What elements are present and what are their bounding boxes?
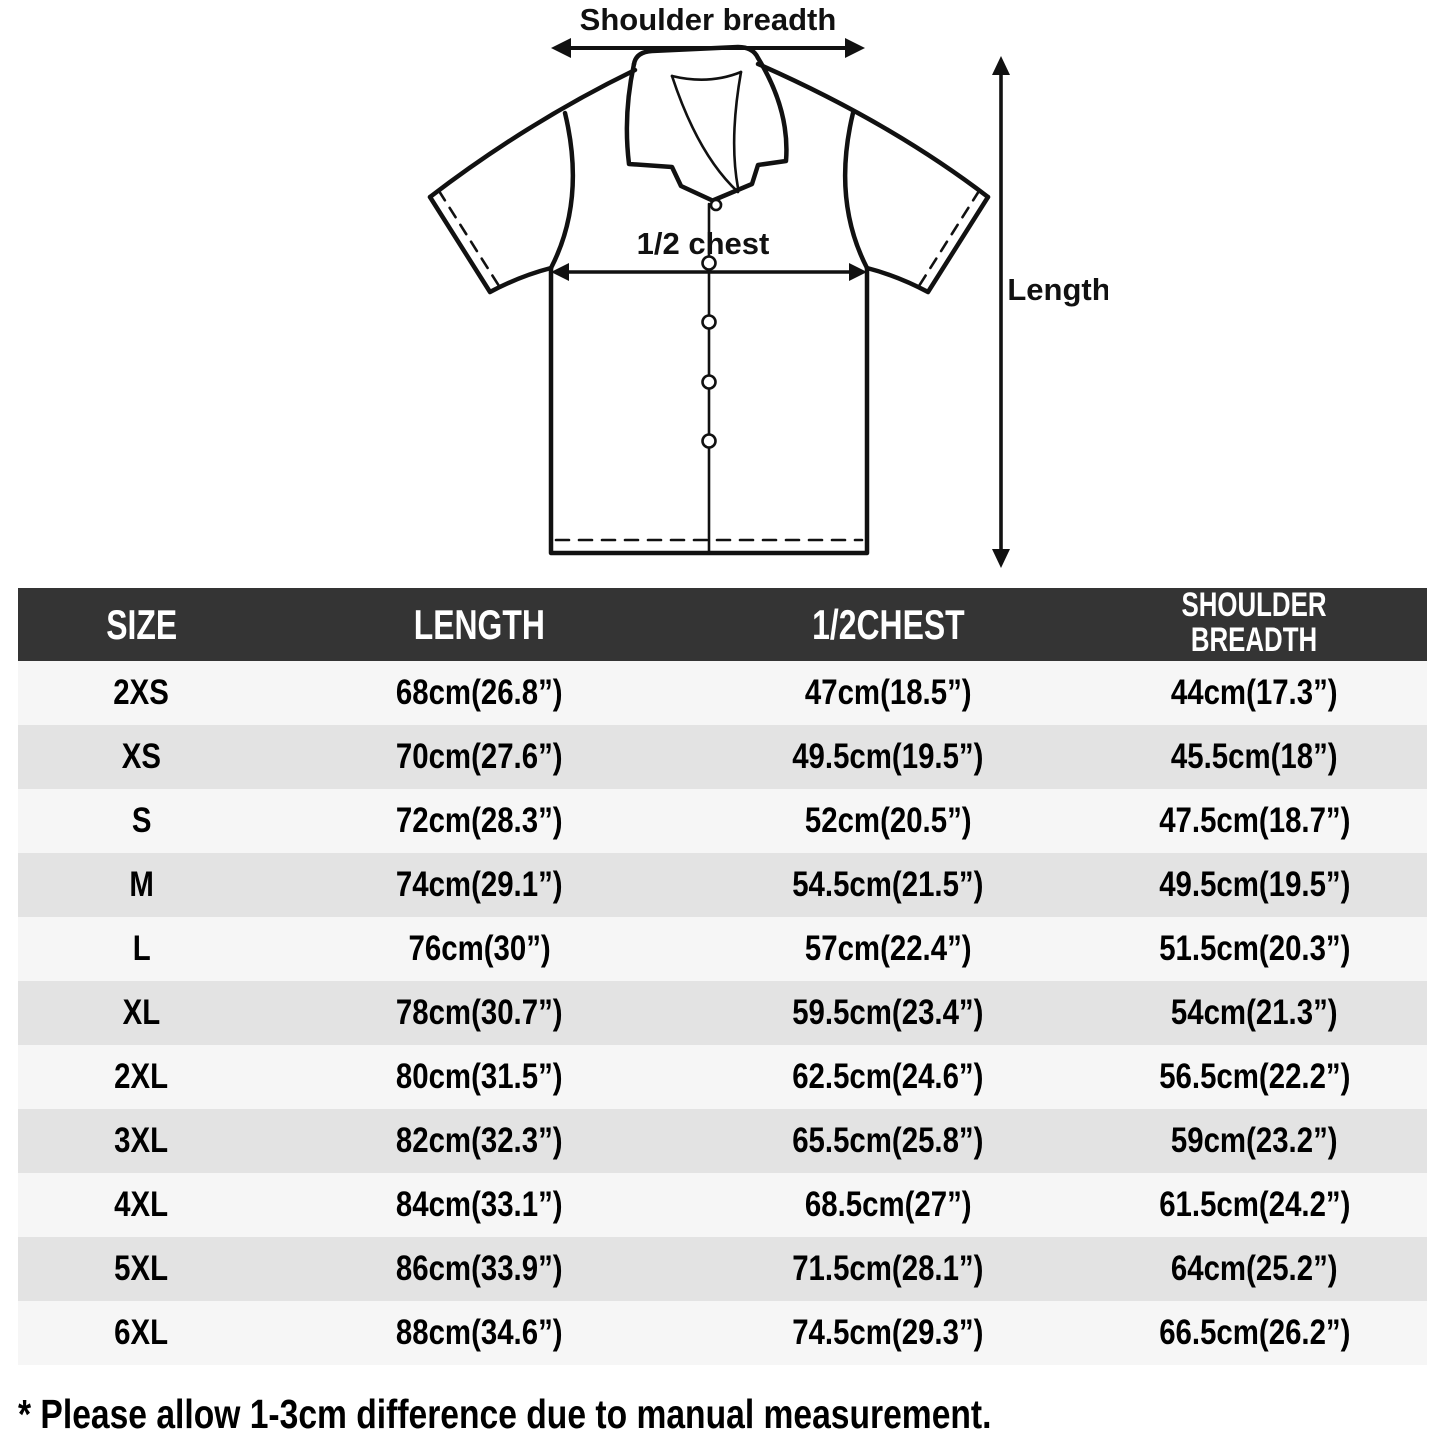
length-cell: 70cm(27.6”) [396,737,563,777]
table-row: 6XL 88cm(34.6”) 74.5cm(29.3”) 66.5cm(26.… [18,1301,1427,1366]
chest-cell: 62.5cm(24.6”) [792,1057,984,1097]
button-icon [701,374,717,390]
length-cell: 68cm(26.8”) [396,673,563,713]
collar-left [624,61,723,207]
shoulder-cell: 54cm(21.3”) [1171,993,1338,1033]
shoulder-cell: 51.5cm(20.3”) [1158,929,1350,969]
table-row: S 72cm(28.3”) 52cm(20.5”) 47.5cm(18.7”) [18,789,1427,854]
shoulder-breadth-arrow [551,38,865,58]
right-cuff [864,194,991,295]
length-cell: 74cm(29.1”) [396,865,563,905]
header-size: SIZE [18,588,265,662]
length-cell: 80cm(31.5”) [396,1057,563,1097]
length-cell: 84cm(33.1”) [396,1185,563,1225]
shoulder-breadth-label: Shoulder breadth [580,2,837,37]
length-cell: 86cm(33.9”) [396,1249,563,1289]
size-cell: 3XL [114,1121,169,1161]
length-cell: 76cm(30”) [408,929,551,969]
header-length: LENGTH [264,588,695,662]
length-cell: 72cm(28.3”) [396,801,563,841]
button-icon [701,255,717,271]
right-cuff-stitch [917,189,981,288]
chest-cell: 47cm(18.5”) [804,673,972,713]
button-icon [709,198,723,212]
shirt-inner-lines [437,70,981,555]
shirt-measurement-diagram: Shoulder breadth 1/2 chest Length [0,0,1445,588]
measurement-footnote: * Please allow 1-3cm difference due to m… [18,1391,992,1438]
chest-cell: 54.5cm(21.5”) [792,865,984,905]
half-chest-label: 1/2 chest [637,226,770,261]
chest-cell: 59.5cm(23.4”) [792,993,984,1033]
neck-line-left [670,74,740,194]
size-cell: M [129,865,154,905]
size-cell: 2XS [113,673,170,713]
shoulder-cell: 49.5cm(19.5”) [1158,865,1350,905]
table-row: XL 78cm(30.7”) 59.5cm(23.4”) 54cm(21.3”) [18,981,1427,1046]
shoulder-cell: 66.5cm(26.2”) [1158,1313,1350,1353]
half-chest-arrow [551,263,867,281]
chest-cell: 74.5cm(29.3”) [792,1313,984,1353]
size-cell: XS [121,737,161,777]
table-row: 2XS 68cm(26.8”) 47cm(18.5”) 44cm(17.3”) [18,661,1427,726]
table-row: 5XL 86cm(33.9”) 71.5cm(28.1”) 64cm(25.2”… [18,1237,1427,1302]
left-armhole-seam [548,110,576,271]
table-row: M 74cm(29.1”) 54.5cm(21.5”) 49.5cm(19.5”… [18,853,1427,918]
table-row: 4XL 84cm(33.1”) 68.5cm(27”) 61.5cm(24.2”… [18,1173,1427,1238]
shoulder-cell: 64cm(25.2”) [1171,1249,1338,1289]
size-cell: L [132,929,151,969]
shirt-diagram-svg: Shoulder breadth 1/2 chest Length [427,2,1108,568]
table-header: SIZE LENGTH 1/2CHEST SHOULDER BREADTH [18,587,1427,662]
length-cell: 78cm(30.7”) [396,993,563,1033]
chest-cell: 57cm(22.4”) [804,929,972,969]
table-row: 3XL 82cm(32.3”) 65.5cm(25.8”) 59cm(23.2”… [18,1109,1427,1174]
length-cell: 82cm(32.3”) [396,1121,563,1161]
header-chest: 1/2CHEST [694,588,1082,662]
header-shoulder-breadth: SHOULDER BREADTH [1081,587,1427,662]
shoulder-cell: 59cm(23.2”) [1171,1121,1338,1161]
chest-cell: 52cm(20.5”) [804,801,972,841]
table-row: L 76cm(30”) 57cm(22.4”) 51.5cm(20.3”) [18,917,1427,982]
buttons [701,198,723,449]
shoulder-cell: 56.5cm(22.2”) [1158,1057,1350,1097]
size-cell: S [131,801,152,841]
left-cuff [427,194,554,295]
size-cell: 2XL [114,1057,169,1097]
chest-cell: 71.5cm(28.1”) [792,1249,984,1289]
size-cell: 6XL [114,1313,169,1353]
chest-cell: 49.5cm(19.5”) [792,737,984,777]
length-label: Length [1007,272,1108,307]
table-row: 2XL 80cm(31.5”) 62.5cm(24.6”) 56.5cm(22.… [18,1045,1427,1110]
size-chart-table: SIZE LENGTH 1/2CHEST SHOULDER BREADTH 2X… [18,587,1427,1366]
button-icon [701,314,717,330]
size-cell: XL [122,993,161,1033]
shoulder-cell: 61.5cm(24.2”) [1158,1185,1350,1225]
size-cell: 5XL [114,1249,169,1289]
length-cell: 88cm(34.6”) [396,1313,563,1353]
right-armhole-seam [842,110,870,271]
shoulder-cell: 45.5cm(18”) [1171,737,1338,777]
right-sleeve-outer [755,61,991,200]
size-cell: 4XL [114,1185,169,1225]
neck-line-right [732,70,743,190]
chest-cell: 68.5cm(27”) [804,1185,972,1225]
shoulder-cell: 47.5cm(18.7”) [1158,801,1350,841]
left-cuff-stitch [437,189,501,288]
chest-cell: 65.5cm(25.8”) [792,1121,984,1161]
button-icon [701,433,717,449]
collar-back-line [670,70,743,81]
left-sleeve-outer [427,67,638,200]
shoulder-cell: 44cm(17.3”) [1171,673,1338,713]
table-row: XS 70cm(27.6”) 49.5cm(19.5”) 45.5cm(18”) [18,725,1427,790]
length-arrow [992,56,1010,568]
collar-right [711,55,789,203]
